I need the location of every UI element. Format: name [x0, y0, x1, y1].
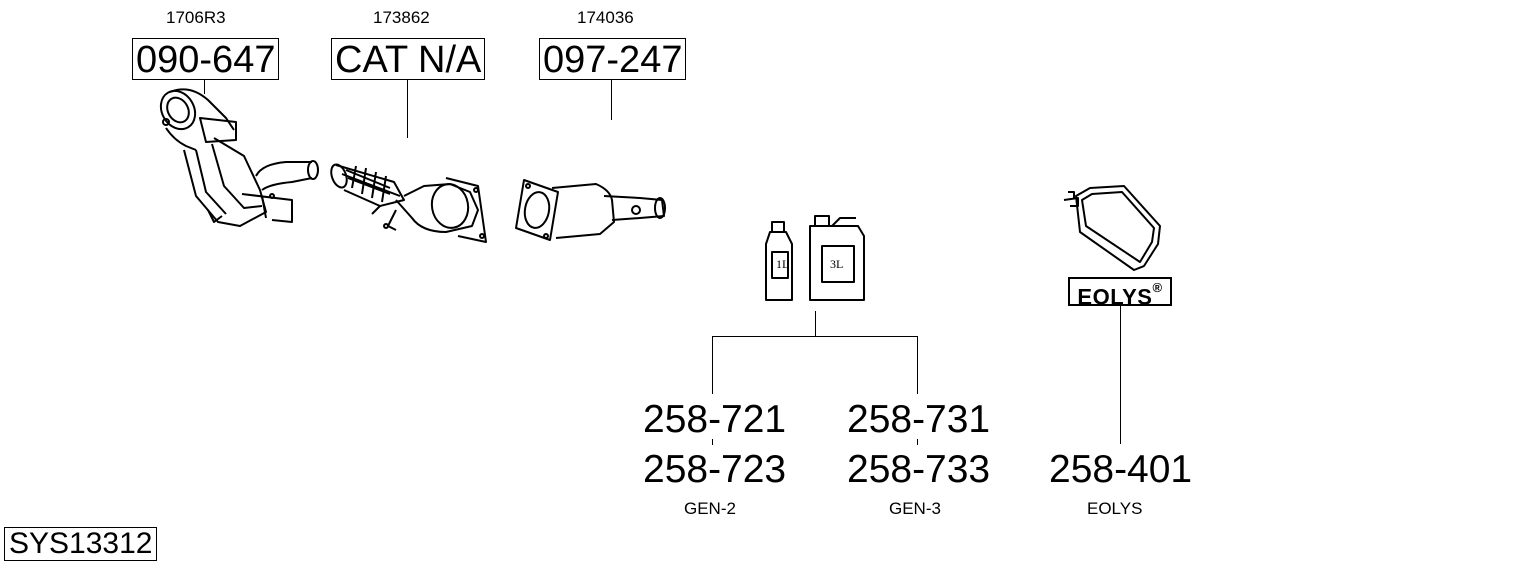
gen2-code-b[interactable]: 258-723 [643, 448, 787, 491]
part-ref-2: 173862 [373, 8, 430, 27]
part-code-1[interactable]: 090-647 [132, 38, 280, 80]
gen2-dash-connector [712, 439, 713, 445]
gen2-code-a[interactable]: 258-721 [643, 398, 787, 441]
part-ref-3: 174036 [577, 8, 634, 27]
eolys-logo-mark: ® [1152, 280, 1163, 295]
leader-line-3 [611, 80, 612, 120]
eolys-pouch-drawing [1063, 185, 1161, 271]
bottle-1l-drawing [765, 221, 793, 301]
particulate-filter-drawing [515, 179, 666, 241]
catalytic-converter-2-drawing [330, 163, 487, 243]
can-3l-drawing [809, 215, 865, 301]
eolys-logo: EOLYS® [1068, 277, 1172, 310]
bracket-stem [815, 311, 816, 336]
gen3-name: GEN-3 [889, 499, 941, 518]
part-code-2[interactable]: CAT N/A [331, 38, 486, 80]
part-code-3[interactable]: 097-247 [539, 38, 687, 80]
eolys-logo-text: EOLYS [1077, 284, 1153, 310]
gen3-code-b[interactable]: 258-733 [847, 448, 991, 491]
bracket-right [917, 336, 918, 394]
eolys-name: EOLYS [1087, 499, 1143, 518]
bottle-1l-label: 1L [776, 257, 789, 271]
part-ref-1: 1706R3 [166, 8, 226, 27]
leader-line-1 [204, 80, 205, 94]
catalytic-converter-1-drawing [159, 88, 319, 227]
gen3-dash-connector [917, 439, 918, 445]
system-id: SYS13312 [4, 527, 158, 561]
bracket-left [712, 336, 713, 394]
eolys-code[interactable]: 258-401 [1049, 448, 1193, 491]
bracket-bar [712, 336, 918, 337]
gen2-name: GEN-2 [684, 499, 736, 518]
eolys-leader-line [1120, 306, 1121, 444]
leader-line-2 [407, 80, 408, 138]
can-3l-label: 3L [830, 257, 843, 271]
gen3-code-a[interactable]: 258-731 [847, 398, 991, 441]
